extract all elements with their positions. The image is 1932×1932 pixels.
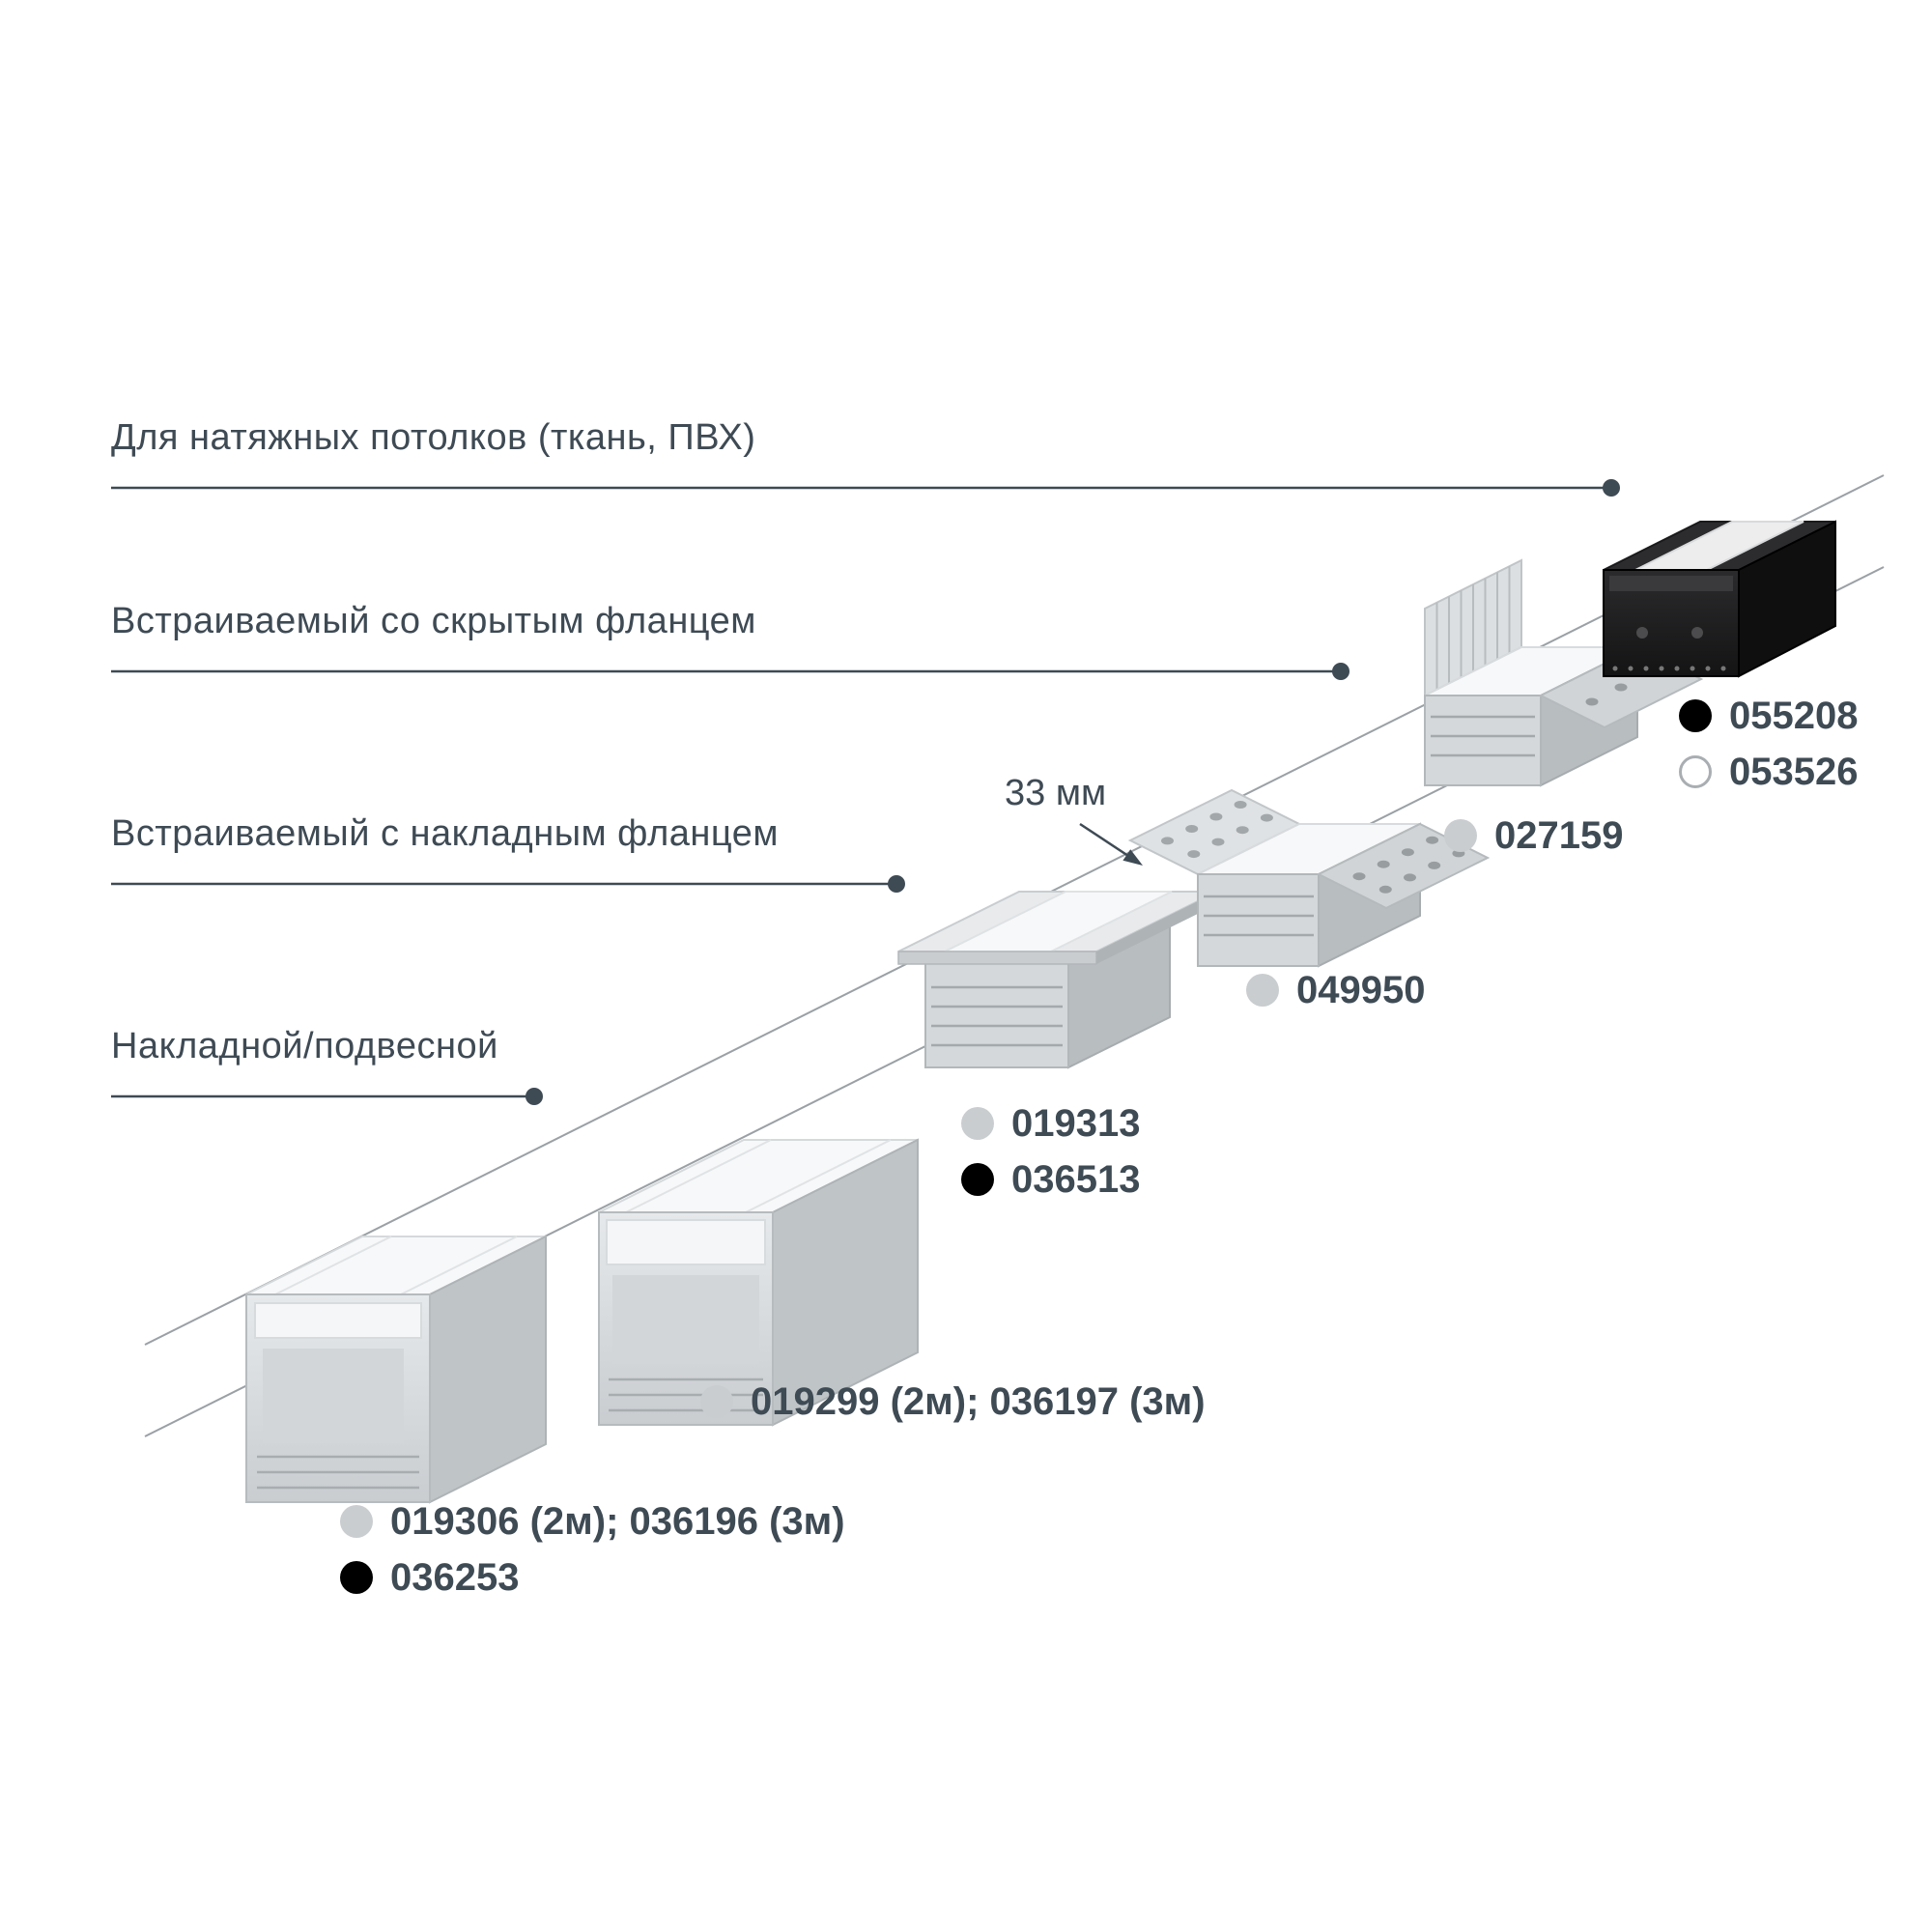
product-code: 055208 [1729,694,1859,737]
category-label-hidden-flange: Встраиваемый со скрытым фланцем [111,601,756,641]
code-row: 049950 [1246,968,1425,1012]
profile-recessed-hidden-flange [1127,788,1491,968]
product-codes-recessed-flange: 019313 036513 [961,1101,1140,1202]
product-code: 019306 (2м); 036196 (3м) [390,1499,845,1543]
product-code: 027159 [1494,813,1624,857]
dimension-arrow [1079,822,1143,866]
product-codes-stretch-ceiling: 055208 053526 [1679,694,1858,794]
code-row: 053526 [1679,750,1858,794]
product-code: 036513 [1011,1157,1141,1201]
white-variant-marker-icon [1679,755,1712,788]
code-row: 019313 [961,1101,1140,1146]
category-label-surface-suspended: Накладной/подвесной [111,1026,498,1066]
code-row: 036513 [961,1157,1140,1202]
code-row: 019299 (2м); 036197 (3м) [700,1379,1206,1424]
silver-variant-marker-icon [340,1505,373,1538]
product-codes-recessed-hidden-flange: 049950 [1246,968,1425,1012]
code-row: 036253 [340,1555,845,1600]
profile-stretch-ceiling-black [1603,520,1836,678]
silver-variant-marker-icon [700,1385,733,1418]
silver-variant-marker-icon [961,1107,994,1140]
category-label-surface-flange: Встраиваемый с накладным фланцем [111,813,780,854]
black-variant-marker-icon [1679,699,1712,732]
profile-recessed-flange [897,891,1218,1069]
black-variant-marker-icon [340,1561,373,1594]
leader-line-hidden-flange [111,663,1350,680]
black-variant-marker-icon [961,1163,994,1196]
silver-variant-marker-icon [1246,974,1279,1007]
leader-line-surface-flange [111,875,905,893]
product-codes-surface-tall: 019299 (2м); 036197 (3м) [700,1379,1206,1424]
product-code: 019299 (2м); 036197 (3м) [751,1379,1206,1423]
category-label-stretch-ceiling: Для натяжных потолков (ткань, ПВХ) [111,417,756,458]
product-code: 036253 [390,1555,520,1599]
product-code: 053526 [1729,750,1859,793]
product-code: 049950 [1296,968,1426,1011]
leader-line-stretch-ceiling [111,479,1620,497]
profile-surface-tall [598,1138,919,1427]
product-codes-surface-large: 019306 (2м); 036196 (3м) 036253 [340,1499,845,1600]
leader-line-surface-suspended [111,1088,543,1105]
product-code: 019313 [1011,1101,1141,1145]
code-row: 027159 [1444,813,1623,858]
dimension-label: 33 мм [1005,773,1107,813]
code-row: 019306 (2м); 036196 (3м) [340,1499,845,1544]
product-codes-hidden-flange-plate: 027159 [1444,813,1623,858]
code-row: 055208 [1679,694,1858,738]
silver-variant-marker-icon [1444,819,1477,852]
profile-surface-large [245,1235,547,1504]
